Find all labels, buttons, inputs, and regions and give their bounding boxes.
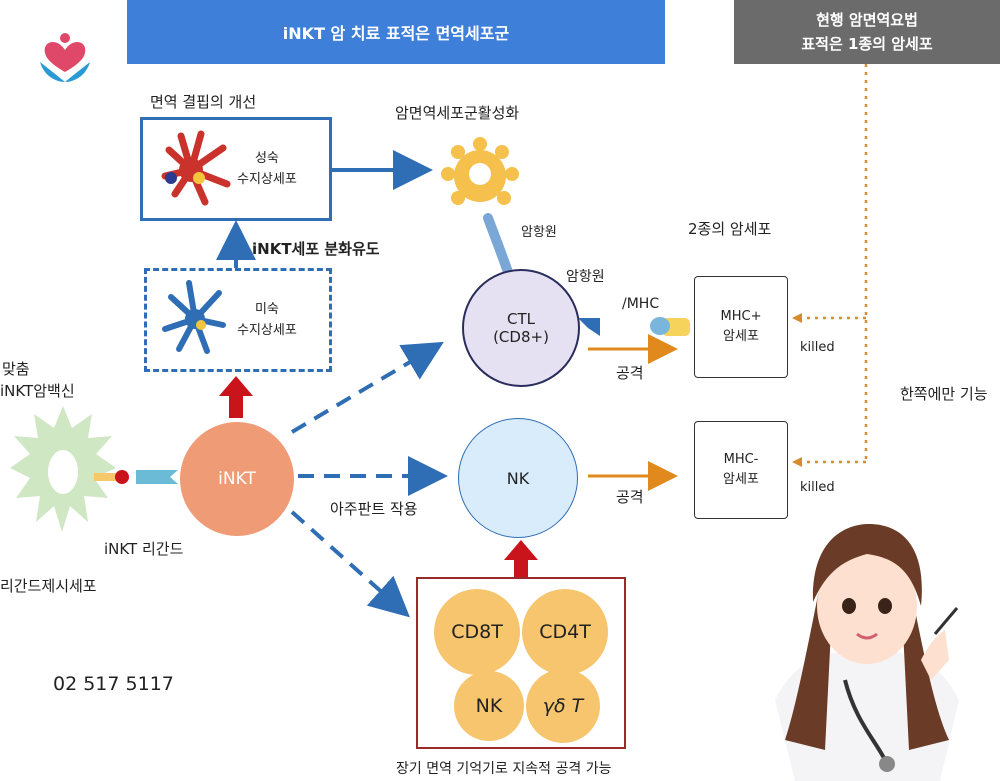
presenting-cell-label: 리간드제시세포 <box>0 577 97 595</box>
mature-dc-box: 성숙 수지상세포 <box>140 117 332 221</box>
inkt-induce-label: iNKT세포 분화유도 <box>252 240 380 258</box>
diagram-title: iNKT 암 치료 표적은 면역세포군 <box>127 0 665 64</box>
hands-heart-logo <box>36 28 94 88</box>
immune-improve-label: 면역 결핍의 개선 <box>150 93 257 111</box>
inkt-ligand-label: iNKT 리간드 <box>104 540 184 558</box>
memory-cells-box: CD8T CD4T NK γδ T <box>416 577 626 749</box>
antigen-label-top: 암항원 <box>521 225 557 240</box>
vaccine-label-line1: 맞춤 <box>2 360 30 378</box>
phone-number: 02 517 5117 <box>53 673 174 695</box>
ctl-cell: CTL (CD8+) <box>462 269 580 387</box>
ligand-connector <box>94 466 178 486</box>
adjuvant-label: 아주판트 작용 <box>330 500 418 518</box>
immature-dc-line2: 수지상세포 <box>237 323 297 338</box>
current-therapy-line2: 표적은 1종의 암세포 <box>801 35 933 53</box>
killed-label-bottom: killed <box>800 480 835 495</box>
dotted-arrowhead-top <box>792 313 802 323</box>
vaccine-label-line2: iNKT암백신 <box>0 382 75 400</box>
current-therapy-box: 현행 암면역요법 표적은 1종의 암세포 <box>734 0 1000 64</box>
mhc-positive-cancer-box: MHC+ 암세포 <box>694 276 788 378</box>
mhc-negative-line2: 암세포 <box>723 472 759 487</box>
arrow-inkt-to-dc <box>219 376 253 418</box>
mature-dc-text: 성숙 수지상세포 <box>237 148 297 190</box>
killed-label-top: killed <box>800 340 835 355</box>
antigen-label-ctl: 암항원 <box>566 269 605 285</box>
memory-cell-cd8t: CD8T <box>434 589 520 675</box>
memory-cell-cd4t: CD4T <box>522 589 608 675</box>
mature-dc-line2: 수지상세포 <box>237 172 297 187</box>
arrow-memory-to-nk <box>504 540 538 578</box>
immature-dc-box: 미숙 수지상세포 <box>144 268 332 372</box>
immature-dc-line1: 미숙 <box>254 302 279 317</box>
antigen-stalk-top <box>483 213 513 277</box>
current-therapy-line1: 현행 암면역요법 <box>816 11 918 29</box>
attack-label-ctl: 공격 <box>616 364 644 382</box>
immature-dc-text: 미숙 수지상세포 <box>237 299 297 341</box>
arrow-inkt-to-ctl <box>290 341 444 434</box>
mhc-positive-line2: 암세포 <box>723 329 759 344</box>
mhc-label: /MHC <box>622 296 660 312</box>
mhc-positive-line1: MHC+ <box>720 309 762 324</box>
mature-dc-line1: 성숙 <box>254 151 279 166</box>
arrow-inkt-to-memory <box>290 510 410 618</box>
memory-cell-nk: NK <box>454 671 524 741</box>
presenting-cell-icon <box>8 400 118 540</box>
inkt-text: iNKT <box>218 469 256 489</box>
one-side-function-label: 한쪽에만 기능 <box>900 385 988 403</box>
mature-dc-icon <box>161 130 231 206</box>
dotted-current-therapy <box>800 64 868 464</box>
memory-caption: 장기 면역 기억기로 지속적 공격 가능 <box>396 761 612 777</box>
ctl-line2: (CD8+) <box>493 328 549 346</box>
dotted-arrowhead-bottom <box>792 457 802 467</box>
mhc-negative-cancer-box: MHC- 암세포 <box>694 421 788 519</box>
attack-label-nk: 공격 <box>616 488 644 506</box>
mhc-head <box>650 317 670 335</box>
activation-sun-icon <box>440 136 520 216</box>
nk-text: NK <box>506 468 530 488</box>
ctl-receptor <box>578 318 600 336</box>
mhc-negative-line1: MHC- <box>723 452 759 467</box>
doctor-illustration <box>735 510 1000 781</box>
inkt-cell: iNKT <box>180 422 294 536</box>
immature-dc-icon <box>162 280 226 354</box>
two-cancer-types-label: 2종의 암세포 <box>688 220 772 238</box>
ctl-line1: CTL <box>507 310 535 328</box>
activation-label: 암면역세포군활성화 <box>395 104 520 122</box>
nk-cell: NK <box>458 418 578 538</box>
memory-cell-gamma-delta-t: γδ T <box>526 669 600 743</box>
